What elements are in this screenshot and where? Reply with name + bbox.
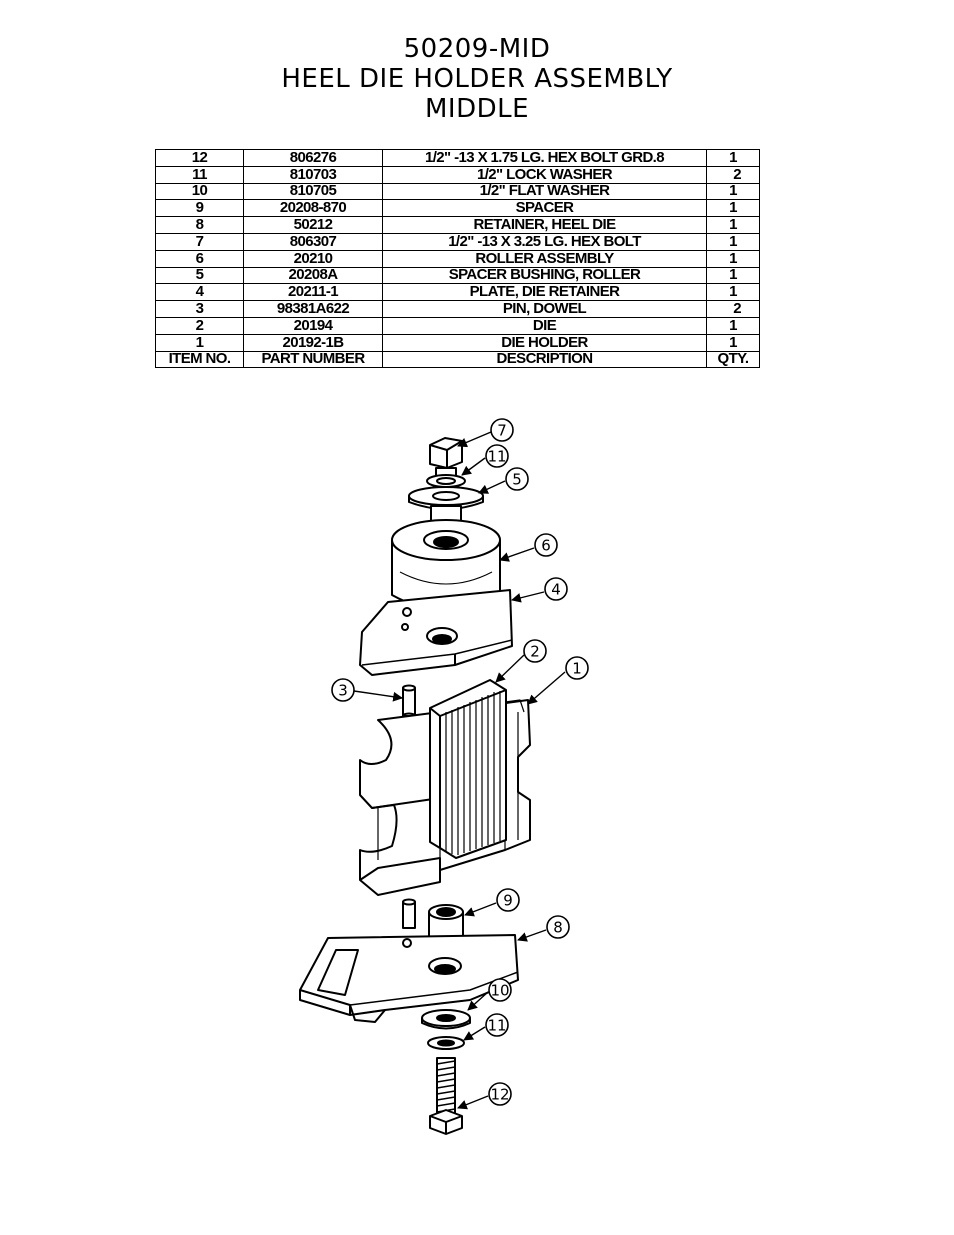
part-number: 806307 [243,232,383,251]
flat-washer [421,1009,471,1030]
callout-circle [496,888,520,912]
lock-washer-top [426,474,466,488]
callout-circle [505,467,529,491]
callout-11-bottom: 11 [487,1017,506,1035]
dowel-pin-bottom [402,898,416,929]
leader-lines [353,431,566,1110]
callout-1: 1 [572,660,582,678]
header-item-no: ITEM NO. [155,350,244,369]
callout-12: 12 [490,1086,509,1104]
dowel-pin-top [402,684,416,720]
callout-6: 6 [541,537,551,555]
callout-10: 10 [490,982,509,1000]
callout-circle [546,915,570,939]
callout-circle [565,656,589,680]
assembly-title: HEEL DIE HOLDER ASSEMBLY [281,64,673,94]
hex-bolt-bottom [429,1057,463,1135]
header-qty: QTY. [706,350,760,369]
heel-die-retainer [299,934,519,1023]
description: 1/2" -13 X 1.75 LG. HEX BOLT GRD.8 [382,149,707,167]
callout-circle [488,1082,512,1106]
callout-2: 2 [530,643,540,661]
callout-circle [488,978,512,1002]
die-retainer-plate [359,589,513,676]
callout-4: 4 [551,581,561,599]
part-number: 810703 [243,165,383,184]
part-number: 20208-870 [243,199,383,218]
part-number: 98381A622 [243,300,383,318]
callout-circle [485,1013,509,1037]
callout-circle [331,678,355,702]
callout-9: 9 [503,892,513,910]
callout-circle [490,418,514,442]
description: 1/2" -13 X 3.25 LG. HEX BOLT [382,232,707,251]
callout-circle [534,533,558,557]
die-ribbed [429,679,507,859]
description: PIN, DOWEL [382,300,707,318]
assembly-subtitle: MIDDLE [424,94,530,124]
callout-11-top: 11 [487,448,506,466]
assembly-number: 50209-MID [403,34,551,64]
lock-washer-bottom [427,1036,465,1050]
description: PLATE, DIE RETAINER [382,283,707,302]
callout-circle [523,639,547,663]
callout-circle [544,577,568,601]
callout-3: 3 [338,682,348,700]
description: ROLLER ASSEMBLY [382,249,707,268]
callout-circle [485,444,509,468]
callout-8: 8 [553,919,563,937]
part-number: 20192-1B [243,333,383,352]
callout-5: 5 [512,471,522,489]
callout-7: 7 [497,422,507,440]
part-number: 20194 [243,316,383,335]
header-part-number: PART NUMBER [243,350,383,369]
